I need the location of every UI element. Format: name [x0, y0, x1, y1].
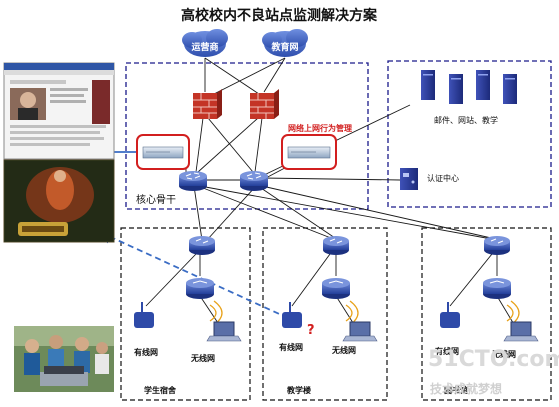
auth-server-icon — [400, 168, 418, 190]
wired-label-library: 有线网 — [435, 346, 459, 356]
zones — [125, 60, 552, 210]
question-mark-icon: ? — [307, 323, 315, 338]
wireless-ap-teaching-icon — [322, 278, 350, 299]
browser-screenshot-image — [3, 62, 115, 160]
core-zone — [125, 62, 369, 210]
access-switch-dorm-icon — [189, 236, 215, 255]
firewall-right-icon — [250, 89, 279, 119]
monitor-device-left-icon — [136, 134, 190, 170]
wireless-label-teaching: 无线网 — [331, 345, 356, 355]
cloud-education-label: 教育网 — [270, 41, 298, 53]
access-switch-teaching-icon — [323, 236, 349, 255]
cloud-education-icon: 教育网 — [262, 29, 308, 57]
students-photo-image — [14, 326, 114, 392]
behavior-management-label: 网络上网行为管理 — [288, 123, 352, 133]
library-zone — [421, 227, 552, 401]
dormitory-label: 学生宿舍 — [144, 385, 177, 395]
laptop-library-icon — [503, 321, 539, 342]
auth-center-label: 认证中心 — [427, 173, 459, 183]
wireless-label-dorm: 无线网 — [190, 353, 215, 363]
teaching-zone — [262, 227, 388, 401]
wired-label-dorm: 有线网 — [134, 347, 158, 357]
access-zones — [120, 227, 552, 401]
server-zone — [387, 60, 552, 208]
wired-device-library-icon — [440, 302, 460, 328]
game-poster-image — [3, 159, 115, 243]
dormitory-zone — [120, 227, 251, 401]
wired-device-teaching-icon — [282, 302, 302, 328]
core-switch-right-icon — [240, 171, 268, 191]
wireless-label-library: 无线网 — [491, 349, 516, 359]
wired-label-teaching: 有线网 — [279, 342, 303, 352]
wired-device-dorm-icon — [134, 302, 154, 328]
core-backbone-label: 核心骨干 — [136, 193, 176, 206]
firewall-left-icon — [193, 89, 222, 119]
laptop-teaching-icon — [342, 321, 378, 342]
teaching-building-label: 教学楼 — [286, 385, 311, 395]
access-switch-library-icon — [484, 236, 510, 255]
watermark-brand: 51CTO.com — [428, 347, 559, 372]
laptop-dorm-icon — [206, 321, 242, 342]
watermark-slogan: 技术成就梦想 — [430, 381, 502, 396]
monitor-device-right-icon — [281, 134, 337, 170]
mail-web-teaching-label: 邮件、网站、教学 — [434, 115, 498, 125]
library-label: 图书馆 — [444, 385, 468, 395]
diagram-title: 高校校内不良站点监测解决方案 — [181, 7, 378, 24]
cloud-carrier-icon: 运营商 — [182, 29, 228, 57]
core-switch-left-icon — [179, 171, 207, 191]
cloud-carrier-label: 运营商 — [191, 41, 218, 53]
server-group-icon — [421, 70, 517, 104]
wireless-ap-library-icon — [483, 278, 511, 299]
wifi-waves — [209, 300, 520, 326]
wireless-ap-dorm-icon — [186, 278, 214, 299]
